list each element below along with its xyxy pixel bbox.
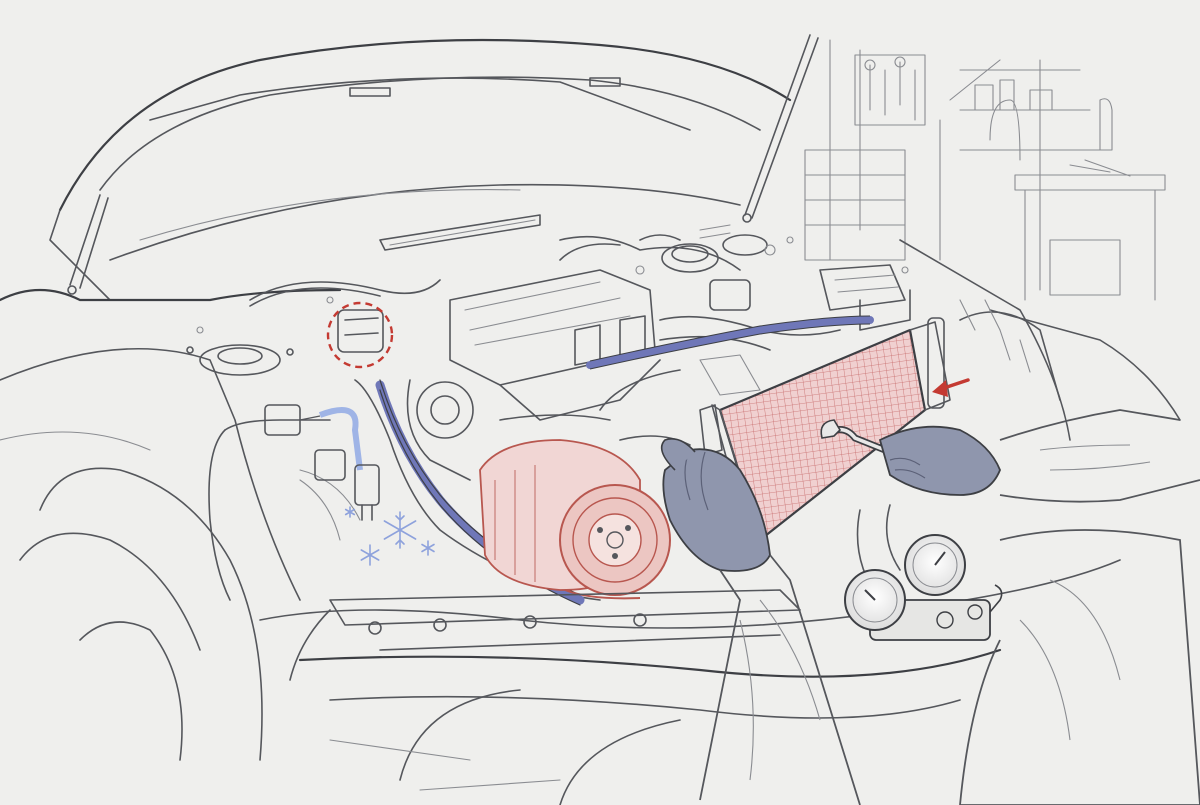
dashed-circle-marker (326, 301, 394, 369)
engine-hardware (196, 224, 1001, 334)
right-gloved-hand (878, 409, 1200, 805)
strut-tower (186, 344, 294, 376)
red-arrow-icon (932, 378, 970, 397)
car-body (0, 239, 1181, 805)
pressure-gauge-icon (844, 504, 1003, 641)
hood-props (67, 34, 819, 295)
ac-compressor (479, 439, 671, 600)
garage-background (804, 39, 1166, 301)
accumulator-line (299, 407, 363, 471)
snowflake-icon (344, 506, 435, 566)
left-gloved-hand (660, 438, 861, 805)
open-hood (49, 38, 792, 301)
wrench-icon (820, 419, 919, 466)
receiver-drier (264, 404, 380, 521)
